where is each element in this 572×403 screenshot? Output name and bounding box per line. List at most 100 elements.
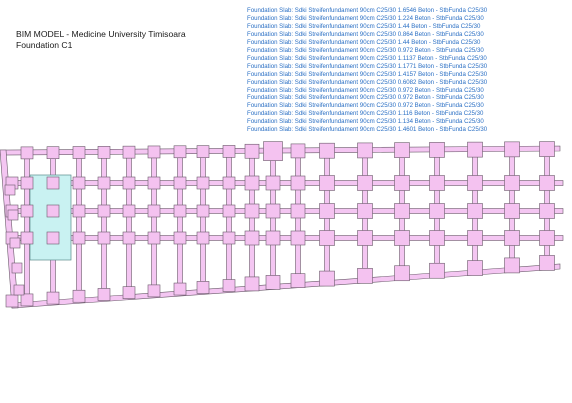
pad-footing[interactable] xyxy=(244,143,260,159)
pad-footing[interactable] xyxy=(222,279,236,292)
pad-footing[interactable] xyxy=(263,141,283,161)
pad-footing[interactable] xyxy=(394,203,410,219)
pad-footing[interactable] xyxy=(467,260,483,276)
pad-footing[interactable] xyxy=(467,141,483,158)
pad-footing[interactable] xyxy=(147,204,161,218)
pad-footing[interactable] xyxy=(72,204,86,218)
pad-footing-edge[interactable] xyxy=(4,184,16,196)
pad-footing[interactable] xyxy=(244,175,260,191)
pad-footing[interactable] xyxy=(173,145,187,159)
pad-footing[interactable] xyxy=(290,175,306,191)
pad-footing[interactable] xyxy=(97,146,111,159)
pad-footing[interactable] xyxy=(319,175,335,191)
pad-footing[interactable] xyxy=(222,231,236,245)
pad-footing[interactable] xyxy=(265,275,281,290)
pad-footing[interactable] xyxy=(20,231,34,245)
pad-footing[interactable] xyxy=(429,142,445,158)
pad-footing[interactable] xyxy=(394,230,410,246)
pad-footing[interactable] xyxy=(429,203,445,219)
pad-footing[interactable] xyxy=(72,176,86,190)
pad-footing[interactable] xyxy=(467,203,483,219)
pad-footing[interactable] xyxy=(196,145,210,158)
strip-footing-vertical[interactable] xyxy=(76,151,82,301)
strip-footing-vertical[interactable] xyxy=(151,150,157,296)
pad-footing[interactable] xyxy=(97,231,111,245)
strip-footing-vertical[interactable] xyxy=(101,151,107,299)
pad-footing[interactable] xyxy=(429,262,445,279)
pad-footing[interactable] xyxy=(290,273,306,288)
pad-footing[interactable] xyxy=(539,203,555,219)
pad-footing-edge[interactable] xyxy=(11,262,23,274)
pad-footing[interactable] xyxy=(265,203,281,219)
pad-footing[interactable] xyxy=(97,288,111,301)
pad-footing[interactable] xyxy=(265,175,281,191)
pad-footing-edge[interactable] xyxy=(7,209,19,221)
strip-footing-vertical[interactable] xyxy=(249,149,255,289)
pad-footing[interactable] xyxy=(173,231,187,245)
pad-footing[interactable] xyxy=(357,203,373,219)
pad-footing[interactable] xyxy=(46,204,60,218)
pad-footing[interactable] xyxy=(72,231,86,245)
pad-footing[interactable] xyxy=(429,175,445,191)
pad-footing[interactable] xyxy=(46,291,60,305)
pad-footing[interactable] xyxy=(319,230,335,246)
pad-footing[interactable] xyxy=(394,265,410,282)
pad-footing[interactable] xyxy=(222,204,236,218)
pad-footing[interactable] xyxy=(20,176,34,190)
pad-footing[interactable] xyxy=(539,230,555,246)
pad-footing[interactable] xyxy=(244,276,260,292)
pad-footing[interactable] xyxy=(196,281,210,294)
pad-footing[interactable] xyxy=(5,294,19,308)
pad-footing[interactable] xyxy=(394,142,410,158)
pad-footing[interactable] xyxy=(72,289,86,303)
pad-footing[interactable] xyxy=(290,203,306,219)
pad-footing[interactable] xyxy=(244,203,260,219)
pad-footing[interactable] xyxy=(20,204,34,218)
pad-footing[interactable] xyxy=(147,231,161,245)
pad-footing[interactable] xyxy=(173,176,187,190)
pad-footing[interactable] xyxy=(504,175,520,191)
pad-footing[interactable] xyxy=(122,286,136,299)
pad-footing[interactable] xyxy=(504,141,520,158)
pad-footing[interactable] xyxy=(539,255,555,271)
pad-footing[interactable] xyxy=(196,176,210,190)
pad-footing[interactable] xyxy=(173,282,187,296)
pad-footing-edge[interactable] xyxy=(9,237,21,249)
pad-footing[interactable] xyxy=(122,145,136,159)
strip-footing-vertical[interactable] xyxy=(177,150,183,294)
pad-footing[interactable] xyxy=(46,146,60,160)
pad-footing[interactable] xyxy=(46,231,60,245)
pad-footing[interactable] xyxy=(20,293,34,307)
pad-footing[interactable] xyxy=(429,230,445,246)
pad-footing[interactable] xyxy=(357,175,373,191)
pad-footing[interactable] xyxy=(122,176,136,190)
pad-footing[interactable] xyxy=(357,268,373,284)
pad-footing[interactable] xyxy=(290,143,306,159)
pad-footing[interactable] xyxy=(265,230,281,246)
pad-footing[interactable] xyxy=(147,284,161,298)
pad-footing[interactable] xyxy=(122,204,136,218)
strip-footing-vertical[interactable] xyxy=(200,150,206,292)
pad-footing[interactable] xyxy=(20,146,34,160)
pad-footing[interactable] xyxy=(222,176,236,190)
pad-footing[interactable] xyxy=(196,204,210,218)
pad-footing[interactable] xyxy=(504,230,520,246)
pad-footing[interactable] xyxy=(244,230,260,246)
pad-footing[interactable] xyxy=(97,176,111,190)
pad-footing[interactable] xyxy=(539,141,555,157)
pad-footing[interactable] xyxy=(173,204,187,218)
pad-footing[interactable] xyxy=(319,203,335,219)
strip-footing-vertical[interactable] xyxy=(24,151,30,305)
pad-footing[interactable] xyxy=(122,231,136,245)
pad-footing[interactable] xyxy=(97,204,111,218)
pad-footing[interactable] xyxy=(504,257,520,274)
pad-footing[interactable] xyxy=(147,176,161,190)
pad-footing[interactable] xyxy=(46,176,60,190)
strip-footing-vertical[interactable] xyxy=(126,150,132,297)
pad-footing-edge[interactable] xyxy=(13,284,25,296)
pad-footing[interactable] xyxy=(196,231,210,245)
pad-footing[interactable] xyxy=(539,175,555,191)
strip-footing-vertical[interactable] xyxy=(226,150,232,290)
pad-footing[interactable] xyxy=(222,145,236,158)
